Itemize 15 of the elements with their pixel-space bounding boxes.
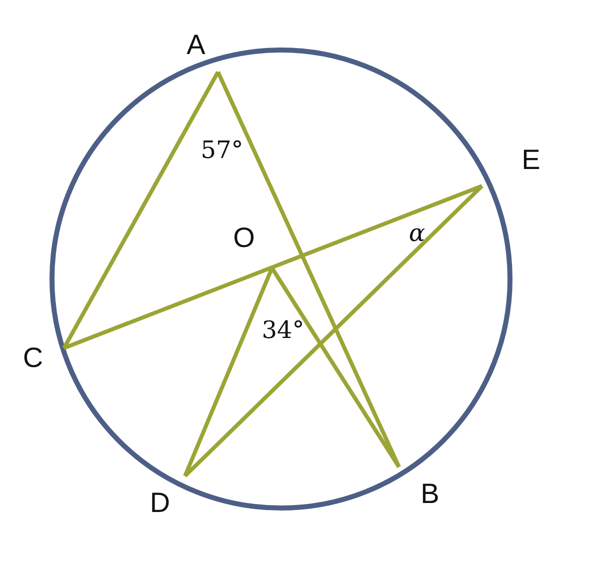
chord-line [270, 266, 401, 468]
chord-line [183, 267, 274, 477]
angle-label: 34° [262, 318, 304, 342]
point-label: A [186, 31, 206, 59]
point-label: E [522, 146, 540, 174]
chord-line [63, 184, 483, 350]
chord-line [216, 71, 401, 468]
point-label: C [22, 344, 44, 372]
chord-line [184, 184, 484, 478]
point-label: O [233, 224, 255, 252]
chord-line [62, 71, 220, 349]
point-label: D [150, 489, 170, 517]
point-label: B [420, 480, 440, 508]
angle-label: α [408, 221, 426, 245]
angle-label: 57° [200, 138, 244, 162]
